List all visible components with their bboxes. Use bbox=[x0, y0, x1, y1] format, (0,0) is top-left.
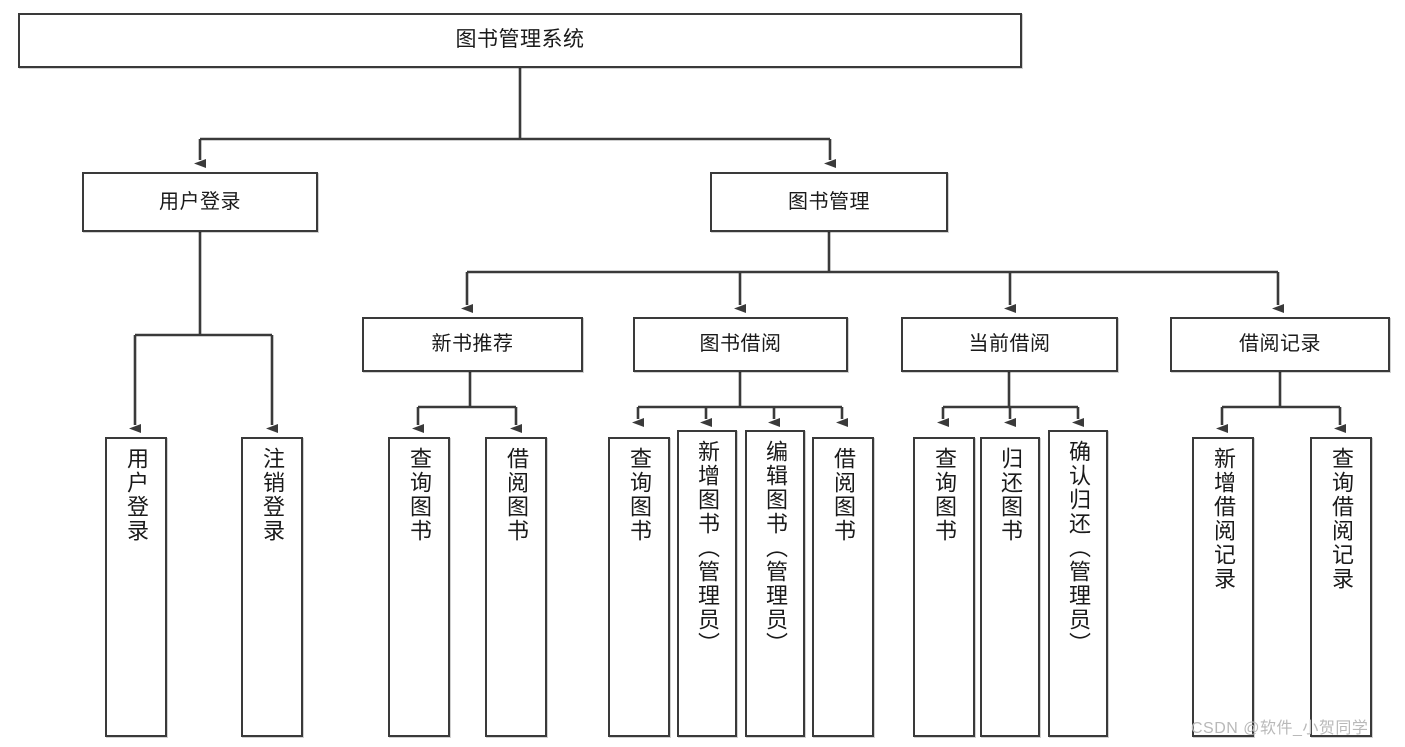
node-label: 图书管理系统 bbox=[455, 28, 585, 52]
leaf-query-book-newbook[interactable]: 查询图书 bbox=[388, 437, 450, 737]
node-new-book-recommendation[interactable]: 新书推荐 bbox=[362, 317, 583, 372]
leaf-user-login[interactable]: 用户登录 bbox=[105, 437, 167, 737]
leaf-logout-login[interactable]: 注销登录 bbox=[241, 437, 303, 737]
node-borrowing-record[interactable]: 借阅记录 bbox=[1170, 317, 1390, 372]
node-book-management-system[interactable]: 图书管理系统 bbox=[18, 13, 1022, 68]
leaf-borrow-book-newbook[interactable]: 借阅图书 bbox=[485, 437, 547, 737]
node-user-login[interactable]: 用户登录 bbox=[82, 172, 318, 232]
node-current-borrowing[interactable]: 当前借阅 bbox=[901, 317, 1118, 372]
leaf-borrow-book[interactable]: 借阅图书 bbox=[812, 437, 874, 737]
node-label: 当前借阅 bbox=[968, 333, 1051, 355]
node-label: 确认归还（管理员） bbox=[1065, 440, 1091, 656]
node-label: 新增借阅记录 bbox=[1210, 447, 1236, 591]
node-label: 借阅图书 bbox=[503, 447, 529, 543]
watermark: CSDN @软件_小贺同学 bbox=[1191, 720, 1369, 737]
node-label: 图书管理 bbox=[788, 190, 870, 213]
node-label: 查询借阅记录 bbox=[1328, 447, 1354, 591]
node-book-management[interactable]: 图书管理 bbox=[710, 172, 948, 232]
node-label: 查询图书 bbox=[931, 447, 957, 543]
leaf-confirm-return-admin[interactable]: 确认归还（管理员） bbox=[1048, 430, 1108, 737]
node-label: 借阅记录 bbox=[1239, 333, 1321, 355]
node-label: 归还图书 bbox=[997, 447, 1023, 543]
leaf-query-borrow-record[interactable]: 查询借阅记录 bbox=[1310, 437, 1372, 737]
node-label: 用户登录 bbox=[159, 190, 241, 213]
node-label: 新增图书（管理员） bbox=[694, 440, 720, 656]
node-label: 图书借阅 bbox=[699, 333, 782, 355]
leaf-return-book[interactable]: 归还图书 bbox=[980, 437, 1040, 737]
leaf-query-book-current[interactable]: 查询图书 bbox=[913, 437, 975, 737]
leaf-edit-book-admin[interactable]: 编辑图书（管理员） bbox=[745, 430, 805, 737]
node-book-borrowing[interactable]: 图书借阅 bbox=[633, 317, 848, 372]
node-label: 借阅图书 bbox=[830, 447, 856, 543]
node-label: 注销登录 bbox=[259, 447, 285, 543]
node-label: 用户登录 bbox=[123, 447, 149, 543]
leaf-query-book-borrow[interactable]: 查询图书 bbox=[608, 437, 670, 737]
node-label: 查询图书 bbox=[626, 447, 652, 543]
leaf-add-book-admin[interactable]: 新增图书（管理员） bbox=[677, 430, 737, 737]
node-label: 新书推荐 bbox=[431, 333, 514, 355]
node-label: 编辑图书（管理员） bbox=[762, 440, 788, 656]
leaf-add-borrow-record[interactable]: 新增借阅记录 bbox=[1192, 437, 1254, 737]
node-label: 查询图书 bbox=[406, 447, 432, 543]
